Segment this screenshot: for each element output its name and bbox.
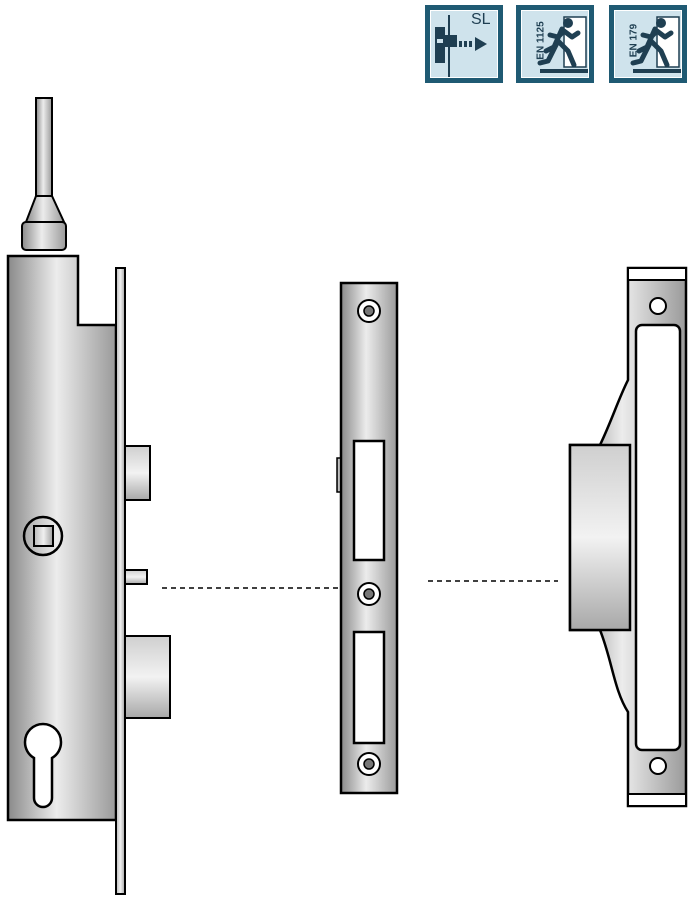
flat-strike-plate: [336, 281, 399, 795]
slam-latch-icon: [435, 15, 487, 77]
slam-latch-badge: SL: [425, 5, 503, 83]
en1125-badge: EN 1125: [516, 5, 594, 83]
running-man-icon: [537, 16, 588, 73]
sl-label: SL: [471, 11, 491, 28]
running-man-icon: [630, 16, 681, 73]
lock-body: [6, 254, 171, 895]
connecting-rod: [21, 97, 67, 251]
en179-badge: EN 179: [609, 5, 687, 83]
angle-strike-plate: [568, 266, 688, 808]
